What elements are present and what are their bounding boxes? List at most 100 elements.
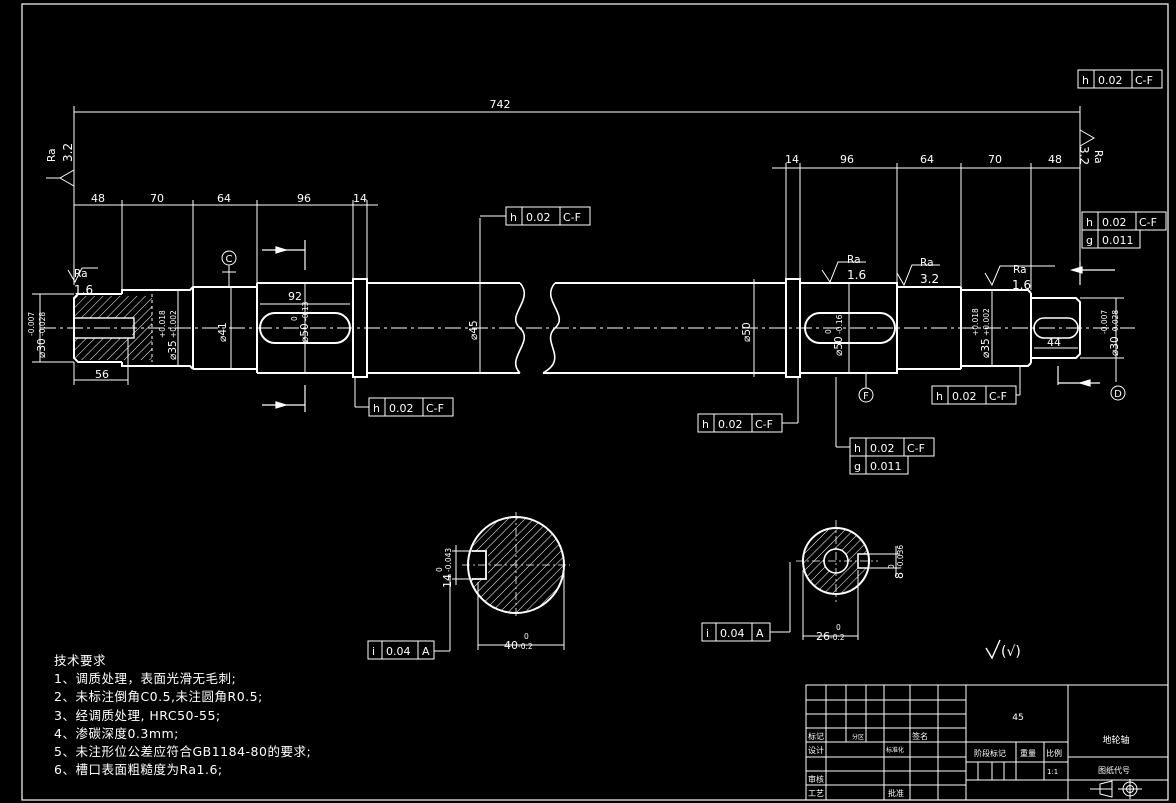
seg-dim-48-left: 48 <box>91 192 105 205</box>
seg-dim-14-left: 14 <box>353 192 367 205</box>
title-part-name: 地轮轴 <box>1102 734 1129 746</box>
svg-text:0.011: 0.011 <box>1102 234 1134 247</box>
svg-text:-0.043: -0.043 <box>444 548 453 572</box>
svg-text:-0.16: -0.16 <box>835 314 844 334</box>
svg-text:C-F: C-F <box>426 402 444 415</box>
title-approve: 批准 <box>888 788 904 798</box>
left-d50-dia-annot: ⌀50 0 -0.13 <box>290 301 311 343</box>
tech-item: 1、调质处理，表面光滑无毛刺; <box>54 671 237 687</box>
ra-a-value: 1.6 <box>847 268 866 282</box>
svg-text:0.011: 0.011 <box>870 460 902 473</box>
overall-length-text: 742 <box>490 98 511 111</box>
svg-text:0: 0 <box>887 564 896 569</box>
title-drawing-no: 图纸代号 <box>1098 765 1130 775</box>
svg-text:h: h <box>510 211 517 224</box>
title-review: 审核 <box>808 774 824 784</box>
svg-text:0.04: 0.04 <box>386 645 411 658</box>
tol-frame-right-upper <box>1081 211 1167 249</box>
title-scale-label: 比例 <box>1046 748 1062 758</box>
ra-left-top-val: 3.2 <box>61 143 75 162</box>
right-section-depth-tol0: 0 <box>836 623 841 632</box>
seg-dim-64-left: 64 <box>217 192 231 205</box>
svg-text:C-F: C-F <box>907 442 925 455</box>
svg-text:⌀50: ⌀50 <box>833 336 845 356</box>
technical-requirements: 技术要求 1、调质处理，表面光滑无毛刺; 2、未标注倒角C0.5,未注圆角R0.… <box>54 652 311 779</box>
svg-text:A: A <box>422 645 430 658</box>
title-weight: 重量 <box>1020 748 1036 758</box>
svg-text:g: g <box>854 460 861 473</box>
seg-dim-70-right: 70 <box>988 153 1002 166</box>
right-d50-dia-annot: ⌀50 0 -0.16 <box>824 314 845 356</box>
svg-text:h: h <box>854 442 861 455</box>
svg-text:0: 0 <box>824 329 833 334</box>
tol-frame-stacked-bottom <box>835 377 935 475</box>
svg-text:⌀30: ⌀30 <box>1109 336 1121 356</box>
title-scale: 1:1 <box>1047 768 1058 776</box>
keyway-length-dims <box>73 303 1078 385</box>
svg-text:A: A <box>756 627 764 640</box>
title-mark: 标记 <box>808 731 824 741</box>
svg-text:g: g <box>1086 234 1093 247</box>
shaft-outline <box>73 278 1081 378</box>
left-segment-dimensions <box>74 200 378 290</box>
ra-b-value: 3.2 <box>920 272 939 286</box>
section-cut-arrows <box>262 240 1115 412</box>
svg-text:3.2: 3.2 <box>61 143 75 162</box>
seg-dim-96-right: 96 <box>840 153 854 166</box>
svg-text:⌀35: ⌀35 <box>980 338 992 358</box>
svg-text:⌀41: ⌀41 <box>217 322 229 342</box>
tech-item: 5、未注形位公差应符合GB1184-80的要求; <box>54 744 312 760</box>
svg-text:0.02: 0.02 <box>1102 216 1127 229</box>
drawing-border <box>21 3 1169 801</box>
svg-text:Ra: Ra <box>46 149 58 163</box>
svg-text:+0.002: +0.002 <box>982 308 991 336</box>
svg-text:h: h <box>1086 216 1093 229</box>
svg-text:8: 8 <box>893 572 906 579</box>
svg-text:h: h <box>373 402 380 415</box>
svg-text:-0.007: -0.007 <box>27 312 36 336</box>
keyway-right-length: 44 <box>1047 336 1061 349</box>
tech-item: 3、经调质处理, HRC50-55; <box>54 707 221 723</box>
left-section-depth-tol0: 0 <box>524 632 529 641</box>
tech-item: 2、未标注倒角C0.5,未注圆角R0.5; <box>54 689 263 705</box>
tol-frame-section-right <box>701 622 771 642</box>
left-end-length: 56 <box>95 368 109 381</box>
svg-text:-0.13: -0.13 <box>301 301 310 321</box>
svg-text:h: h <box>702 418 709 431</box>
ra-c-label: Ra <box>1013 264 1027 276</box>
svg-text:0.02: 0.02 <box>389 402 414 415</box>
svg-text:⌀50: ⌀50 <box>299 323 311 343</box>
svg-text:0.02: 0.02 <box>870 442 895 455</box>
svg-text:⌀45: ⌀45 <box>468 320 480 340</box>
svg-text:⌀35: ⌀35 <box>167 340 179 360</box>
svg-text:h: h <box>936 390 943 403</box>
title-sign: 签名 <box>912 731 928 741</box>
left-section-width-annot: 14 0 -0.043 <box>435 548 454 588</box>
title-zones: 分区 <box>852 733 864 741</box>
svg-text:+0.018: +0.018 <box>971 308 980 336</box>
tol-frame-middle-top <box>480 206 591 226</box>
right-section-depth-tol: -0.2 <box>830 633 845 642</box>
svg-text:h: h <box>1082 74 1089 87</box>
seg-dim-64-right: 64 <box>920 153 934 166</box>
ra-left-top: Ra <box>46 149 58 163</box>
datum-c: C <box>226 254 233 265</box>
tech-item: 6、槽口表面粗糙度为Ra1.6; <box>54 762 223 778</box>
svg-text:C-F: C-F <box>989 390 1007 403</box>
svg-text:-0.028: -0.028 <box>38 312 47 336</box>
section-view-left <box>434 512 570 652</box>
title-stage-mark: 阶段标记 <box>974 748 1006 758</box>
tol-frame-section-left <box>367 640 435 660</box>
tol-frame-left-bottom <box>354 377 454 417</box>
general-roughness-symbol <box>985 639 1001 660</box>
seg-dim-70-left: 70 <box>150 192 164 205</box>
d41-annot: ⌀41 <box>217 322 229 342</box>
right-segment-dimensions <box>772 163 1080 290</box>
svg-text:C-F: C-F <box>563 211 581 224</box>
svg-text:C-F: C-F <box>1139 216 1157 229</box>
svg-text:-0.028: -0.028 <box>1111 310 1120 334</box>
svg-text:0.02: 0.02 <box>1098 74 1123 87</box>
datum-f: F <box>863 391 869 402</box>
datum-d: D <box>1114 389 1122 400</box>
svg-text:⌀50: ⌀50 <box>741 322 753 342</box>
